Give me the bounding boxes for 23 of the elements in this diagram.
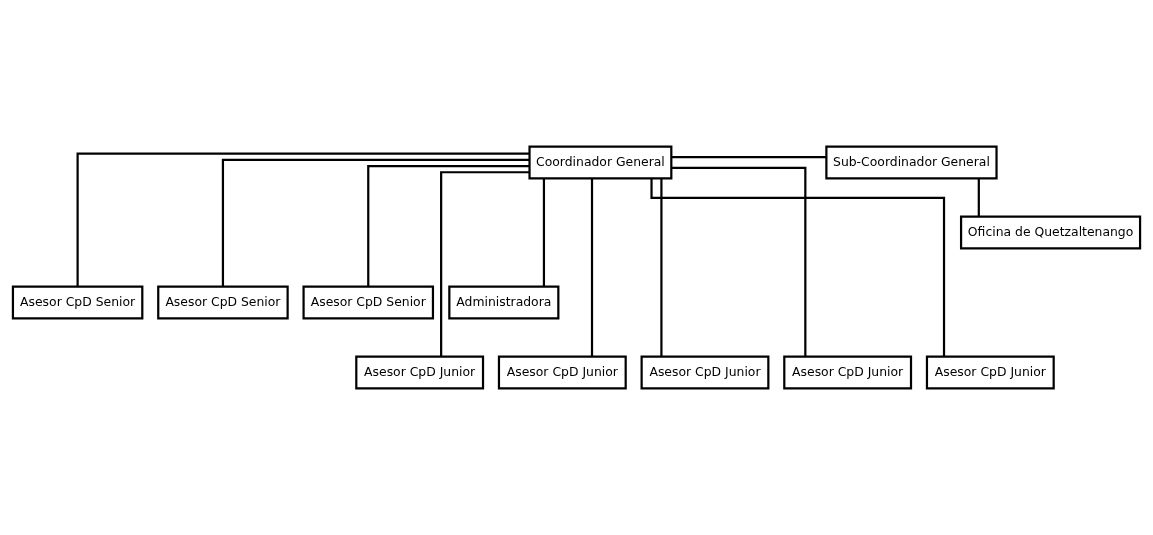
- connector: [650, 178, 946, 357]
- node-box: Oficina de Quetzaltenango: [959, 215, 1142, 250]
- connector: [671, 156, 827, 159]
- connector: [76, 152, 530, 287]
- node-box: Asesor CpD Junior: [640, 355, 770, 390]
- connector: [221, 158, 530, 287]
- node-box: Asesor CpD Junior: [925, 355, 1055, 390]
- connector: [440, 171, 530, 357]
- node-box: Administradora: [448, 285, 560, 320]
- connector: [542, 178, 546, 287]
- node-box: Asesor CpD Junior: [497, 355, 627, 390]
- connector: [367, 164, 530, 287]
- connector: [671, 166, 807, 357]
- node-box: Asesor CpD Junior: [783, 355, 913, 390]
- node-box: Asesor CpD Senior: [302, 285, 435, 320]
- node-box: Sub-Coordinador General: [825, 145, 998, 180]
- connector: [590, 178, 594, 357]
- connector: [660, 178, 663, 357]
- node-box: Asesor CpD Junior: [355, 355, 485, 390]
- node-box: Asesor CpD Senior: [11, 285, 144, 320]
- node-box: Asesor CpD Senior: [157, 285, 289, 320]
- connector: [977, 178, 980, 217]
- node-box: Coordinador General: [528, 145, 673, 180]
